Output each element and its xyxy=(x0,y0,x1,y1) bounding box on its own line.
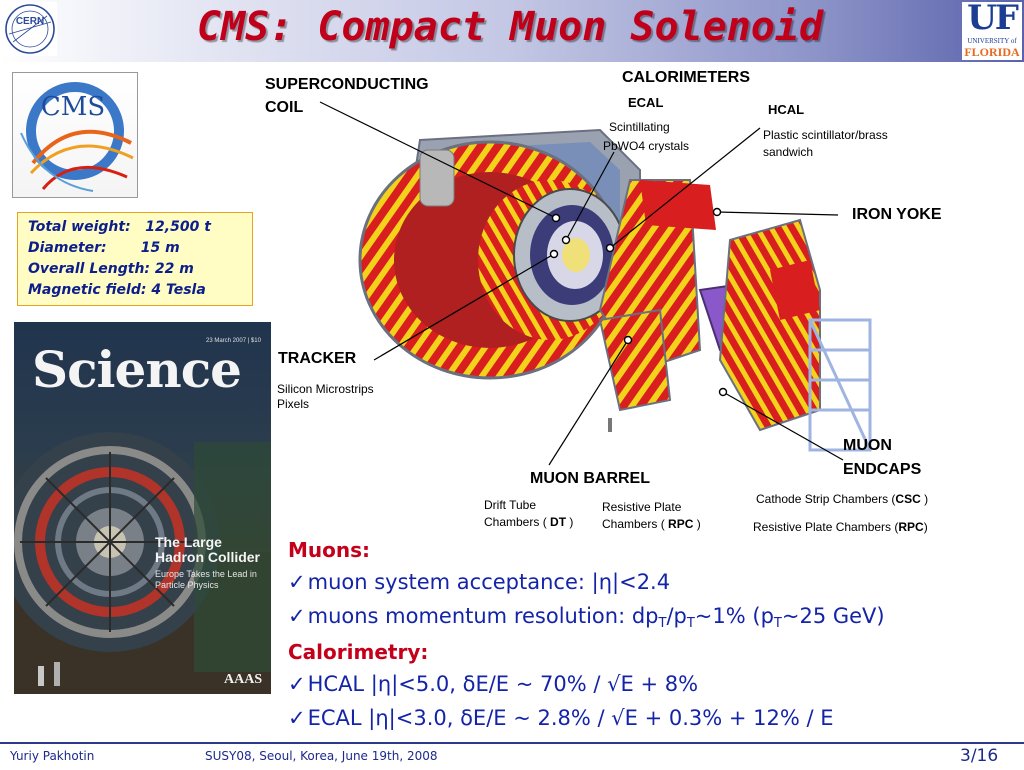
label-iron-yoke: IRON YOKE xyxy=(852,206,942,223)
fact-overall-length: Overall Length: 22 m xyxy=(28,261,194,277)
label-dt-1: Drift Tube xyxy=(484,498,537,512)
uf-logo: UF UNIVERSITY of FLORIDA xyxy=(962,0,1022,60)
fact-total-weight: Total weight: 12,500 t xyxy=(28,219,211,235)
label-dt-2: Chambers ( DT ) xyxy=(484,515,574,529)
science-publisher: AAAS xyxy=(224,672,263,687)
bullet-muon-acceptance: ✓muon system acceptance: |η|<2.4 xyxy=(288,570,671,594)
science-issue-date: 23 March 2007 | $10 xyxy=(206,338,261,344)
bullet-hcal: ✓HCAL |η|<5.0, δE/E ~ 70% / √E + 8% xyxy=(288,672,699,696)
science-masthead: Science xyxy=(32,340,242,399)
cms-logo-text: CMS xyxy=(41,92,105,122)
fact-diameter: Diameter: 15 m xyxy=(28,240,180,256)
checkmark-icon: ✓ xyxy=(288,604,306,628)
label-endcap-rpc-abbr: RPC xyxy=(898,520,924,534)
slide-footer: Yuriy Pakhotin SUSY08, Seoul, Korea, Jun… xyxy=(0,742,1024,770)
science-subhead: Europe Takes the Lead in Particle Physic… xyxy=(155,569,257,590)
label-coil-1: SUPERCONDUCTING xyxy=(265,76,429,93)
cms-logo: CMS xyxy=(12,72,138,198)
checkmark-icon: ✓ xyxy=(288,672,306,696)
label-ecal: ECAL xyxy=(628,95,664,110)
uf-logo-letters: UF xyxy=(967,0,1019,38)
label-endcap-rpc: Resistive Plate Chambers (RPC) xyxy=(753,520,928,534)
footer-page-number: 3/16 xyxy=(960,746,999,766)
cern-logo-text: CERN xyxy=(16,16,44,27)
label-muon-barrel: MUON BARREL xyxy=(530,470,650,487)
label-coil-2: COIL xyxy=(265,99,304,116)
label-rpc-abbr: RPC xyxy=(668,517,694,531)
label-hcal-desc-1: Plastic scintillator/brass xyxy=(763,128,888,142)
cms-detector-illustration xyxy=(340,110,880,470)
calorimetry-heading: Calorimetry: xyxy=(288,640,429,664)
label-rpc-1: Resistive Plate xyxy=(602,500,682,514)
label-calorimeters: CALORIMETERS xyxy=(622,69,750,86)
label-hcal: HCAL xyxy=(768,102,805,117)
fact-magnetic-field: Magnetic field: 4 Tesla xyxy=(28,282,206,298)
science-magazine-cover: Science 23 March 2007 | $10 The Large Ha… xyxy=(14,322,271,694)
uf-logo-university: UNIVERSITY of xyxy=(967,37,1017,45)
uf-logo-florida: FLORIDA xyxy=(964,45,1020,59)
label-ecal-desc-1: Scintillating xyxy=(609,120,670,134)
muons-heading: Muons: xyxy=(288,538,371,562)
bullet-ecal: ✓ECAL |η|<3.0, δE/E ~ 2.8% / √E + 0.3% +… xyxy=(288,706,834,730)
footer-author: Yuriy Pakhotin xyxy=(10,749,95,763)
label-tracker-desc-1: Silicon Microstrips xyxy=(277,382,374,396)
label-hcal-desc-2: sandwich xyxy=(763,145,814,159)
label-muon-endcaps-2: ENDCAPS xyxy=(843,461,922,478)
slide-title: CMS: Compact Muon Solenoid xyxy=(196,4,824,50)
label-csc-abbr: CSC xyxy=(895,492,921,506)
label-tracker-desc-2: Pixels xyxy=(277,397,310,411)
label-ecal-desc-2: PbWO4 crystals xyxy=(603,139,690,153)
label-dt-abbr: DT xyxy=(550,515,567,529)
cern-logo: CERN xyxy=(3,2,57,56)
label-tracker: TRACKER xyxy=(278,350,357,367)
checkmark-icon: ✓ xyxy=(288,570,306,594)
bullet-muon-resolution: ✓muons momentum resolution: dpT/pT~1% (p… xyxy=(288,604,885,631)
label-rpc-2: Chambers ( RPC ) xyxy=(602,517,701,531)
label-csc: Cathode Strip Chambers (CSC ) xyxy=(756,492,929,506)
checkmark-icon: ✓ xyxy=(288,706,306,730)
detector-facts-box: Total weight: 12,500 t Diameter: 15 m Ov… xyxy=(17,212,253,306)
science-headline: The Large Hadron Collider xyxy=(155,534,261,565)
footer-event: SUSY08, Seoul, Korea, June 19th, 2008 xyxy=(205,749,438,763)
slide-header xyxy=(0,0,1024,62)
label-muon-endcaps-1: MUON xyxy=(843,437,892,454)
